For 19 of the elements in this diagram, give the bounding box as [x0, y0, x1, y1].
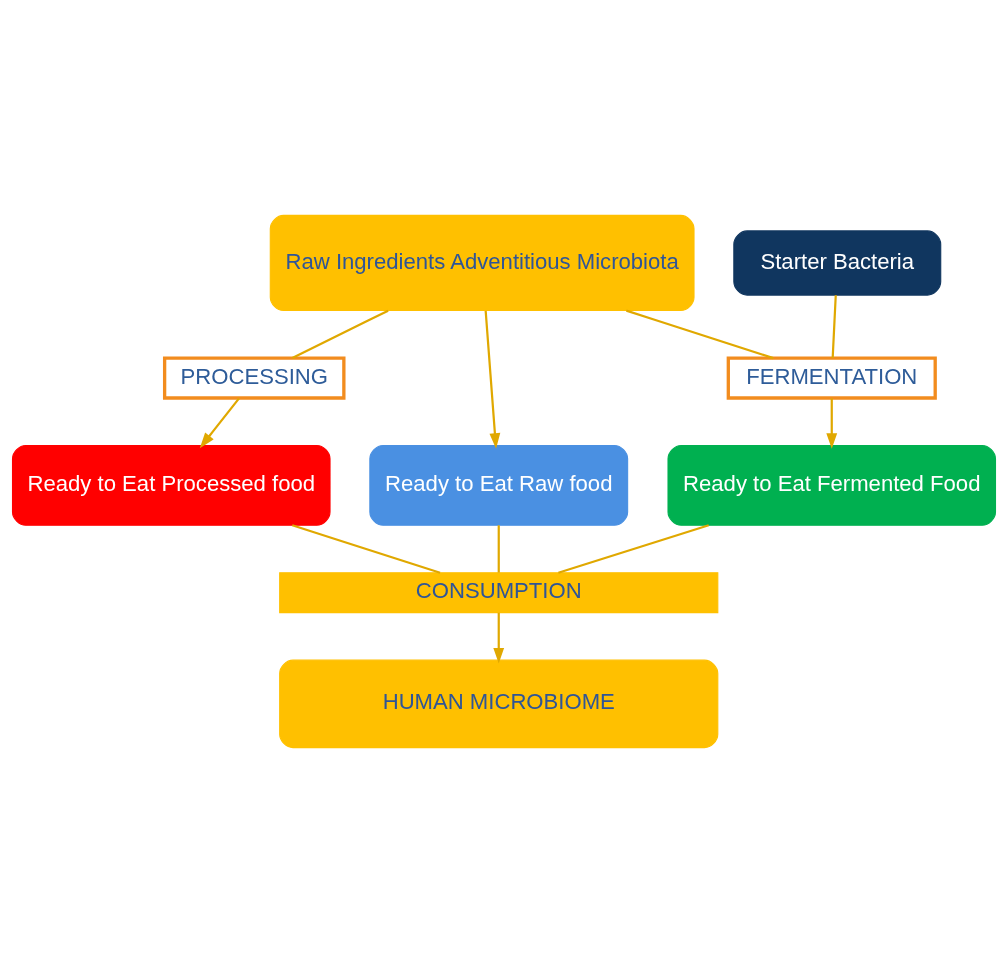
connector [291, 309, 389, 360]
arrow [826, 398, 838, 449]
node-box: Ready to Eat Processed food [11, 445, 331, 526]
node-box: CONSUMPTION [279, 572, 719, 614]
connector [291, 524, 441, 574]
connector [558, 524, 710, 574]
node-box: Ready to Eat Fermented Food [667, 445, 997, 526]
arrow [199, 397, 240, 449]
connector [626, 309, 774, 360]
connector [497, 525, 500, 573]
node-box: PROCESSING [162, 356, 346, 400]
node-box: Raw Ingredients Adventitious Microbiota [269, 214, 695, 312]
arrow [484, 310, 501, 449]
arrow [493, 612, 505, 664]
connector [831, 295, 837, 358]
node-box: Starter Bacteria [733, 230, 942, 296]
node-box: Ready to Eat Raw food [369, 445, 629, 526]
node-box: HUMAN MICROBIOME [279, 659, 719, 749]
node-box: FERMENTATION [726, 356, 937, 400]
